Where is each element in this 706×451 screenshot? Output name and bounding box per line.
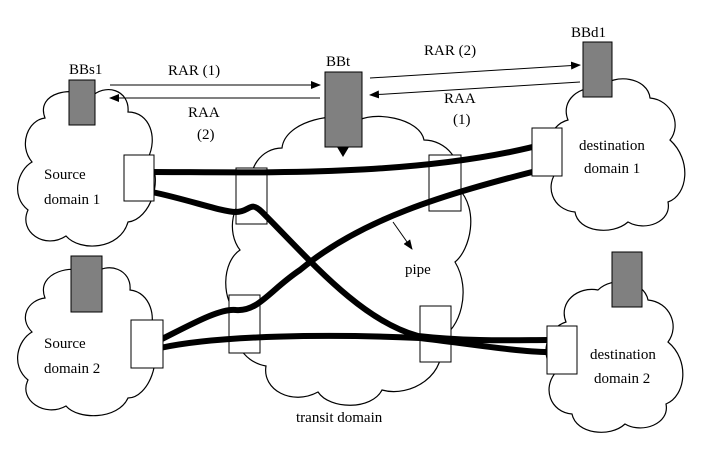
bbd1-box bbox=[582, 41, 613, 98]
bb-dest2-box bbox=[611, 251, 643, 308]
pipe-s1-to-d1 bbox=[149, 140, 551, 176]
label-dest2-line2: domain 2 bbox=[594, 371, 650, 387]
label-bbs1: BBs1 bbox=[69, 62, 102, 78]
label-raa1-line2: (1) bbox=[453, 112, 471, 128]
source-domain-1-cloud bbox=[17, 89, 156, 247]
destination-domain-1-cloud bbox=[547, 78, 686, 231]
label-dest1-line1: destination bbox=[579, 138, 645, 154]
pipe-s2-to-d2 bbox=[157, 332, 551, 355]
label-dest2-line1: destination bbox=[590, 347, 656, 363]
label-bbd1: BBd1 bbox=[571, 25, 606, 41]
label-raa1-line1: RAA bbox=[444, 91, 476, 107]
source-domain-2-cloud bbox=[17, 267, 156, 417]
source2-edge-router bbox=[130, 319, 164, 369]
dest2-edge-router bbox=[546, 325, 578, 375]
label-raa2-line1: RAA bbox=[188, 105, 220, 121]
label-rar1: RAR (1) bbox=[168, 63, 220, 79]
label-source2-line2: domain 2 bbox=[44, 361, 100, 377]
source1-edge-router bbox=[123, 154, 155, 202]
label-dest1-line2: domain 1 bbox=[584, 161, 640, 177]
bbt-box bbox=[324, 71, 363, 148]
arrow-rar2 bbox=[369, 61, 581, 79]
bbt-pointer bbox=[337, 147, 349, 157]
bb-source2-box bbox=[70, 255, 103, 313]
pipe-s2-to-d1 bbox=[157, 165, 551, 343]
label-transit: transit domain bbox=[296, 410, 383, 426]
dest1-edge-router bbox=[531, 127, 563, 177]
arrow-raa1 bbox=[369, 81, 581, 99]
arrow-pipe bbox=[392, 221, 413, 250]
label-pipe: pipe bbox=[405, 262, 431, 278]
pipe-s1-to-d2 bbox=[149, 189, 551, 344]
label-rar2: RAR (2) bbox=[424, 43, 476, 59]
label-raa2-line2: (2) bbox=[197, 127, 215, 143]
bbs1-box bbox=[68, 79, 96, 126]
label-bbt: BBt bbox=[326, 54, 351, 70]
label-source2-line1: Source bbox=[44, 336, 86, 352]
label-source1-line1: Source bbox=[44, 167, 86, 183]
label-source1-line2: domain 1 bbox=[44, 192, 100, 208]
